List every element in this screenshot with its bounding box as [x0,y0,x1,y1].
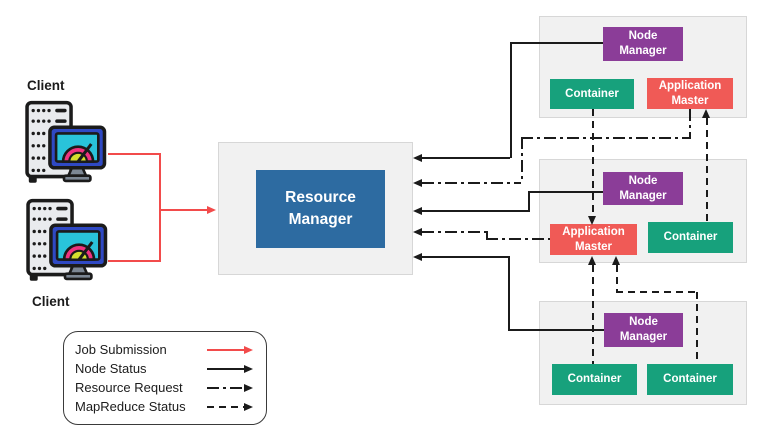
node-status-sample-line [207,364,253,374]
mapreduce-status-arrowhead-2 [702,109,710,118]
node-status-line-2 [422,210,528,212]
resource-request-line-1 [689,109,691,138]
client-icon [26,198,108,281]
mapreduce-status-line-4 [696,292,698,364]
mapreduce-status-line-4 [616,265,618,292]
resource-request-arrowhead-2 [413,228,422,236]
mapreduce-status-arrowhead-3 [588,256,596,265]
application-master-box-2: Application Master [550,224,637,255]
resource-request-sample-line [207,383,253,393]
job-submission-sample-line [207,345,253,355]
node-status-line-2 [528,191,530,212]
node-status-arrowhead-2 [413,207,422,215]
node-status-line-1 [422,157,510,159]
legend-label: Resource Request [75,380,183,395]
mapreduce-status-line-4 [616,291,698,293]
mapreduce-status-arrowhead-4 [612,256,620,265]
node-manager-box-1: Node Manager [603,27,683,61]
legend-row-job-submission: Job Submission [75,340,253,359]
client-label-top: Client [27,78,65,93]
container-box-4: Container [647,364,733,395]
resource-manager-box: Resource Manager [256,170,385,248]
job-submission-line [108,153,161,155]
legend-row-mapreduce-status: MapReduce Status [75,397,253,416]
job-submission-line [160,209,208,211]
legend-row-node-status: Node Status [75,359,253,378]
container-box-3: Container [552,364,637,395]
node-status-line-3 [508,256,510,331]
application-master-box-1: Application Master [647,78,733,109]
resource-request-line-1 [521,137,691,139]
resource-request-line-2 [486,231,488,240]
legend-label: Node Status [75,361,147,376]
node-status-arrowhead-1 [413,154,422,162]
node-status-line-3 [422,256,508,258]
legend-row-resource-request: Resource Request [75,378,253,397]
job-submission-line [159,153,161,262]
node-status-line-1 [510,42,512,158]
mapreduce-status-line-2 [706,118,708,221]
node-manager-box-3: Node Manager [604,313,683,347]
client-label-bottom: Client [32,294,70,309]
mapreduce-status-line-3 [592,265,594,364]
node-status-arrowhead-3 [413,253,422,261]
client-icon [25,100,107,183]
node-status-line-2 [528,191,603,193]
mapreduce-status-line-1 [592,109,594,216]
container-box-2: Container [648,222,733,253]
mapreduce-status-sample-line [207,402,253,412]
job-submission-line [108,260,161,262]
node-manager-box-2: Node Manager [603,172,683,205]
mapreduce-status-arrowhead-1 [588,216,596,225]
legend-label: MapReduce Status [75,399,186,414]
resource-request-arrowhead-1 [413,179,422,187]
resource-request-line-1 [422,182,521,184]
resource-request-line-1 [521,137,523,183]
resource-request-line-2 [422,231,486,233]
resource-request-line-2 [486,238,550,240]
legend: Job Submission Node Status Resource Requ… [63,331,267,425]
legend-label: Job Submission [75,342,167,357]
node-status-line-3 [508,329,604,331]
job-submission-arrowhead [207,206,216,214]
container-box-1: Container [550,79,634,109]
node-status-line-1 [510,42,603,44]
